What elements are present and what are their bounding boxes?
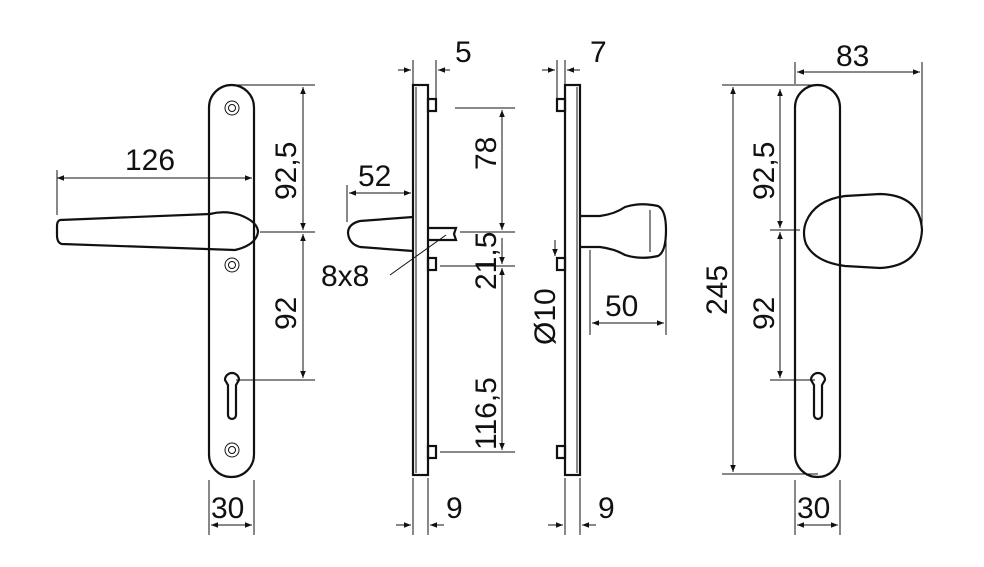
side-plate [411, 83, 430, 477]
dim-8x8: 8x8 [321, 260, 369, 293]
dim-92-knob: 92 [748, 297, 781, 330]
lever-front-view: 126 92,5 92 30 [55, 83, 315, 535]
cylinder-cutout [809, 371, 827, 421]
knob-side-view: 7 Ø10 50 9 [529, 36, 668, 535]
knob-front-view: 83 245 92,5 92 30 [701, 40, 924, 535]
dim-83: 83 [836, 40, 869, 73]
lever-profile [346, 215, 414, 253]
dim-126: 126 [125, 144, 175, 177]
dim-30-knob: 30 [797, 492, 830, 525]
dim-21-5: 21,5 [470, 232, 503, 290]
spindle [428, 226, 458, 242]
dim-7: 7 [590, 36, 607, 69]
lever-handle [55, 211, 260, 252]
cylinder-cutout [223, 371, 241, 421]
dim-30: 30 [211, 492, 244, 525]
backplate [207, 83, 256, 479]
knob-profile [580, 203, 668, 259]
dim-92-5: 92,5 [270, 142, 303, 200]
dim-116-5: 116,5 [470, 377, 503, 450]
dim-9-knob: 9 [598, 492, 615, 525]
side-plate [563, 83, 582, 477]
dim-78: 78 [470, 137, 503, 170]
dim-9: 9 [446, 492, 463, 525]
dim-50: 50 [605, 290, 638, 323]
dim-52: 52 [358, 160, 391, 193]
dim-diameter-10: Ø10 [529, 288, 562, 345]
lever-side-view: 52 8x8 5 78 21,5 116,5 9 [321, 36, 515, 535]
knob [802, 192, 924, 270]
dim-245: 245 [701, 265, 734, 315]
dim-92: 92 [270, 297, 303, 330]
dim-5: 5 [455, 36, 472, 69]
dim-92-5-knob: 92,5 [748, 142, 781, 200]
